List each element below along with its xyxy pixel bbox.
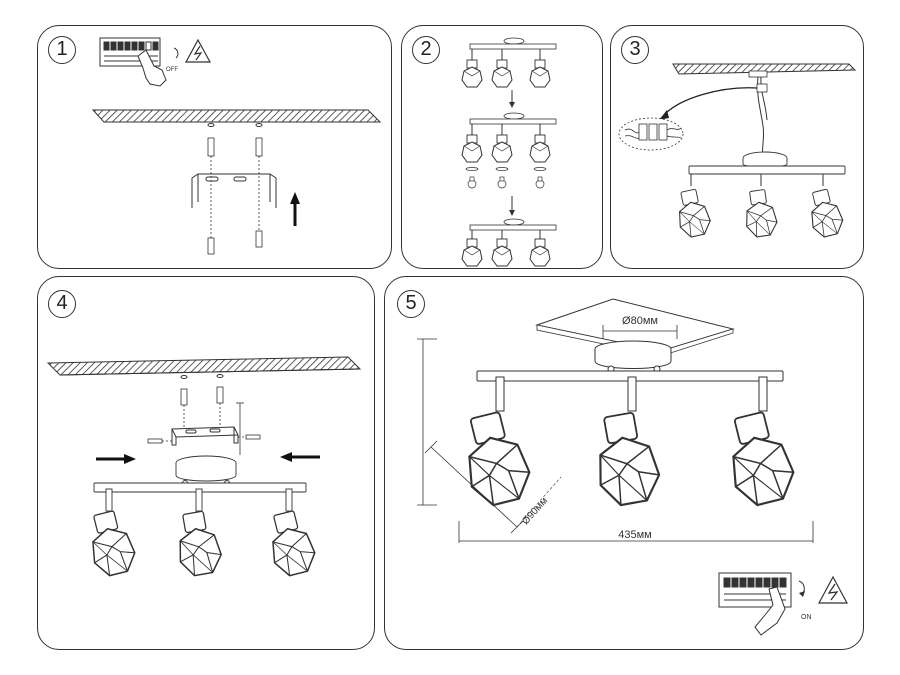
arrow-icon <box>290 192 300 226</box>
step-5-illustration: Ø80мм Ø90мм 435мм <box>417 298 849 636</box>
arrow-icon <box>96 452 320 464</box>
step-number: 3 <box>621 36 649 64</box>
high-voltage-warning-icon <box>184 38 212 63</box>
step-number: 1 <box>48 36 76 64</box>
step-number: 5 <box>397 290 425 318</box>
step-1-illustration: OFF <box>91 37 382 255</box>
step-number: 2 <box>412 36 440 64</box>
step-3-panel: 3 <box>610 25 864 269</box>
on-label: ON <box>801 614 812 621</box>
canopy-diameter-label: Ø80мм <box>622 315 658 327</box>
step-4-illustration <box>46 356 362 580</box>
shade-diameter-label: Ø90мм <box>520 495 550 527</box>
step-3-illustration <box>618 63 857 240</box>
off-label: OFF <box>166 67 178 73</box>
step-5-panel: 5 Ø80мм Ø90мм 435мм <box>384 276 864 650</box>
high-voltage-warning-icon <box>817 575 849 604</box>
step-number: 4 <box>48 290 76 318</box>
step-4-panel: 4 <box>37 276 375 650</box>
hand-icon <box>754 586 786 636</box>
switch-panel-icon <box>718 572 792 608</box>
hand-icon <box>137 49 167 87</box>
width-label: 435мм <box>618 529 651 541</box>
step-2-panel: 2 <box>401 25 603 269</box>
step-1-panel: 1 OFF <box>37 25 392 269</box>
switch-panel-icon <box>99 37 161 67</box>
step-2-illustration <box>461 37 557 267</box>
